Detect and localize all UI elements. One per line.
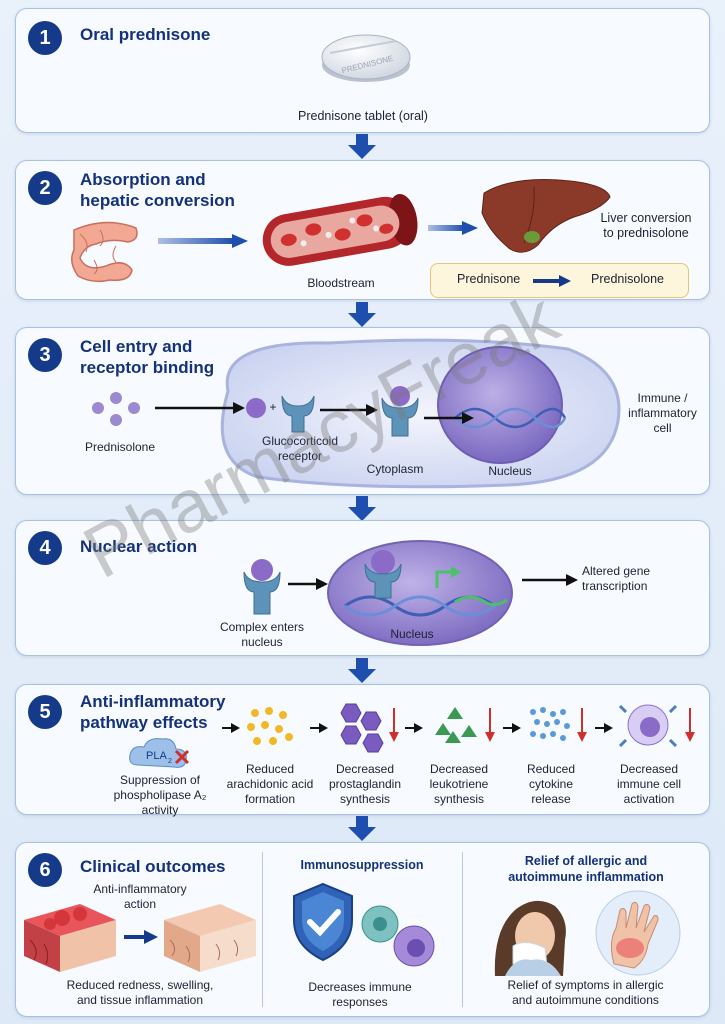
blue-arrow-1: [158, 234, 248, 248]
connector-arrow-2: [348, 302, 376, 327]
to-drug-label: Prednisolone: [591, 272, 664, 286]
step3-title: Cell entry and receptor binding: [80, 337, 215, 377]
immune-cells-icon: [361, 905, 435, 967]
prednisolone-label: Prednisolone: [84, 440, 156, 454]
improvement-arrow: [124, 930, 158, 944]
tablet-label: Prednisone tablet (oral): [298, 109, 428, 123]
immunosuppression-title: Immunosuppression: [300, 858, 424, 872]
pla2-subscript: 2: [168, 758, 172, 765]
step2-title: Absorption and hepatic conversion: [80, 170, 235, 210]
liver-label: Liver conversion to prednisolone: [600, 211, 692, 240]
drug-molecule-icon: [246, 398, 266, 418]
arrow-to-cell: [155, 402, 245, 414]
effect-label-5: Decreased immune cell activation: [616, 762, 682, 806]
effect-label-4: Reduced cytokine release: [526, 762, 576, 806]
step2-number: 2: [28, 171, 62, 205]
receptor-label: Glucocorticoid receptor: [261, 434, 339, 463]
bound-complex-icon: [381, 386, 419, 437]
triangle-cluster-icon: [435, 707, 477, 743]
connector-arrow-3: [348, 496, 376, 521]
nucleus-icon: [437, 346, 567, 464]
down-arrow-cytokine: [577, 708, 587, 742]
step1-title: Oral prednisone: [80, 25, 211, 44]
bloodstream-vessel-icon: [262, 193, 418, 266]
complex-icon: [243, 559, 281, 615]
down-arrow-immune-activation: [685, 708, 695, 742]
cytokine-dots-icon: [530, 707, 570, 741]
conversion-box: Prednisone Prednisolone: [430, 263, 689, 298]
nucleus-label-step4: Nucleus: [390, 627, 434, 641]
step3-number: 3: [28, 338, 62, 372]
gene-transcription-label: Altered gene transcription: [582, 564, 651, 593]
down-arrow-prostaglandin: [389, 708, 399, 742]
allergic-relief-label: Relief of symptoms in allergic and autoi…: [507, 978, 664, 1007]
divider-2: [462, 852, 463, 1007]
down-arrow-leukotriene: [485, 708, 495, 742]
inflamed-tissue-icon: [24, 904, 116, 972]
step4-title: Nuclear action: [80, 537, 198, 556]
hexagon-cluster-icon: [340, 703, 384, 753]
liver-icon: [481, 179, 611, 253]
complex-label: Complex enters nucleus: [219, 620, 305, 649]
connector-arrow-1: [348, 134, 376, 159]
step5-title: Anti-inflammatory pathway effects: [80, 692, 226, 732]
effect-arrow-5: [595, 723, 613, 733]
connector-arrow-5: [348, 816, 376, 841]
step4-number: 4: [28, 531, 62, 565]
immune-cell-icon: [618, 704, 678, 748]
anti-inflammatory-label: Reduced redness, swelling, and tissue in…: [66, 978, 214, 1007]
inflamed-hand-icon: [595, 890, 681, 976]
prednisone-tablet-icon: PREDNISONE: [321, 34, 411, 82]
prednisolone-molecules-icon: [92, 392, 140, 426]
allergic-relief-title: Relief of allergic and autoimmune inflam…: [508, 854, 664, 884]
glucocorticoid-receptor-icon: [281, 395, 315, 433]
effect-arrow-1: [222, 723, 240, 733]
intestine-icon: [71, 221, 138, 283]
cytoplasm-label: Cytoplasm: [366, 462, 424, 476]
divider-1: [262, 852, 263, 1007]
effect-label-2: Decreased prostaglandin synthesis: [328, 762, 402, 806]
effect-label-3: Decreased leukotriene synthesis: [429, 762, 489, 806]
blue-arrow-2: [428, 221, 478, 235]
step1-number: 1: [28, 21, 62, 55]
effect-label-0: Suppression of phospholipase A₂ activity: [113, 773, 207, 817]
step5-number: 5: [28, 695, 62, 729]
plus-sign: +: [269, 400, 277, 414]
effect-arrow-3: [405, 723, 423, 733]
effect-arrow-4: [503, 723, 521, 733]
arrow-to-transcription: [522, 574, 578, 586]
effect-label-1: Reduced arachidonic acid formation: [226, 762, 314, 806]
step1-panel: 1 Oral prednisone PREDNISONE Prednisone …: [15, 8, 710, 133]
arrow-to-complex: [320, 404, 378, 416]
healed-tissue-icon: [164, 904, 256, 972]
pla2-cloud-icon: PLA 2: [129, 738, 190, 768]
step2-panel: 2 Absorption and hepatic conversion Bloo…: [15, 160, 710, 300]
immunosuppression-label: Decreases immune responses: [308, 980, 412, 1009]
conversion-arrow: [533, 275, 571, 287]
step6-title: Clinical outcomes: [80, 857, 226, 876]
bloodstream-label: Bloodstream: [307, 276, 375, 290]
arrow-complex-to-nucleus: [288, 578, 328, 590]
nucleus-large-icon: [327, 540, 513, 646]
nucleus-label-step3: Nucleus: [488, 464, 532, 478]
step5-panel: 5 Anti-inflammatory pathway effects: [15, 684, 710, 815]
connector-arrow-4: [348, 658, 376, 683]
anti-inflammatory-title: Anti-inflammatory action: [93, 882, 187, 911]
pla2-tag: PLA: [146, 750, 167, 762]
immune-cell-label: Immune / inflammatory cell: [628, 391, 697, 435]
sneezing-person-icon: [494, 900, 566, 976]
arrow-to-nucleus: [424, 412, 474, 424]
shield-check-icon: [293, 882, 353, 962]
step6-number: 6: [28, 853, 62, 887]
arachidonic-dots-icon: [247, 707, 293, 745]
from-drug-label: Prednisone: [457, 272, 521, 286]
effect-arrow-2: [310, 723, 328, 733]
